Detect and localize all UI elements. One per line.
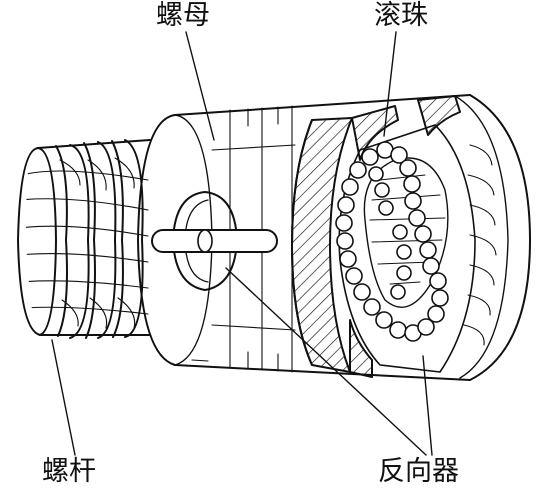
balls xyxy=(335,141,449,342)
leader-lines xyxy=(51,31,433,456)
nut-section xyxy=(291,94,531,381)
leader-screw xyxy=(51,339,76,456)
reverser-window xyxy=(151,191,278,291)
screw-shaft xyxy=(17,139,151,339)
label-reverser: 反向器 xyxy=(376,456,461,487)
label-nut: 螺母 xyxy=(154,0,212,31)
leader-reverser-2 xyxy=(422,355,433,456)
leader-ball xyxy=(383,31,397,137)
leader-nut xyxy=(185,31,215,141)
leader-reverser-1 xyxy=(225,267,427,456)
label-screw: 螺杆 xyxy=(40,456,98,487)
label-ball: 滚珠 xyxy=(372,0,430,31)
